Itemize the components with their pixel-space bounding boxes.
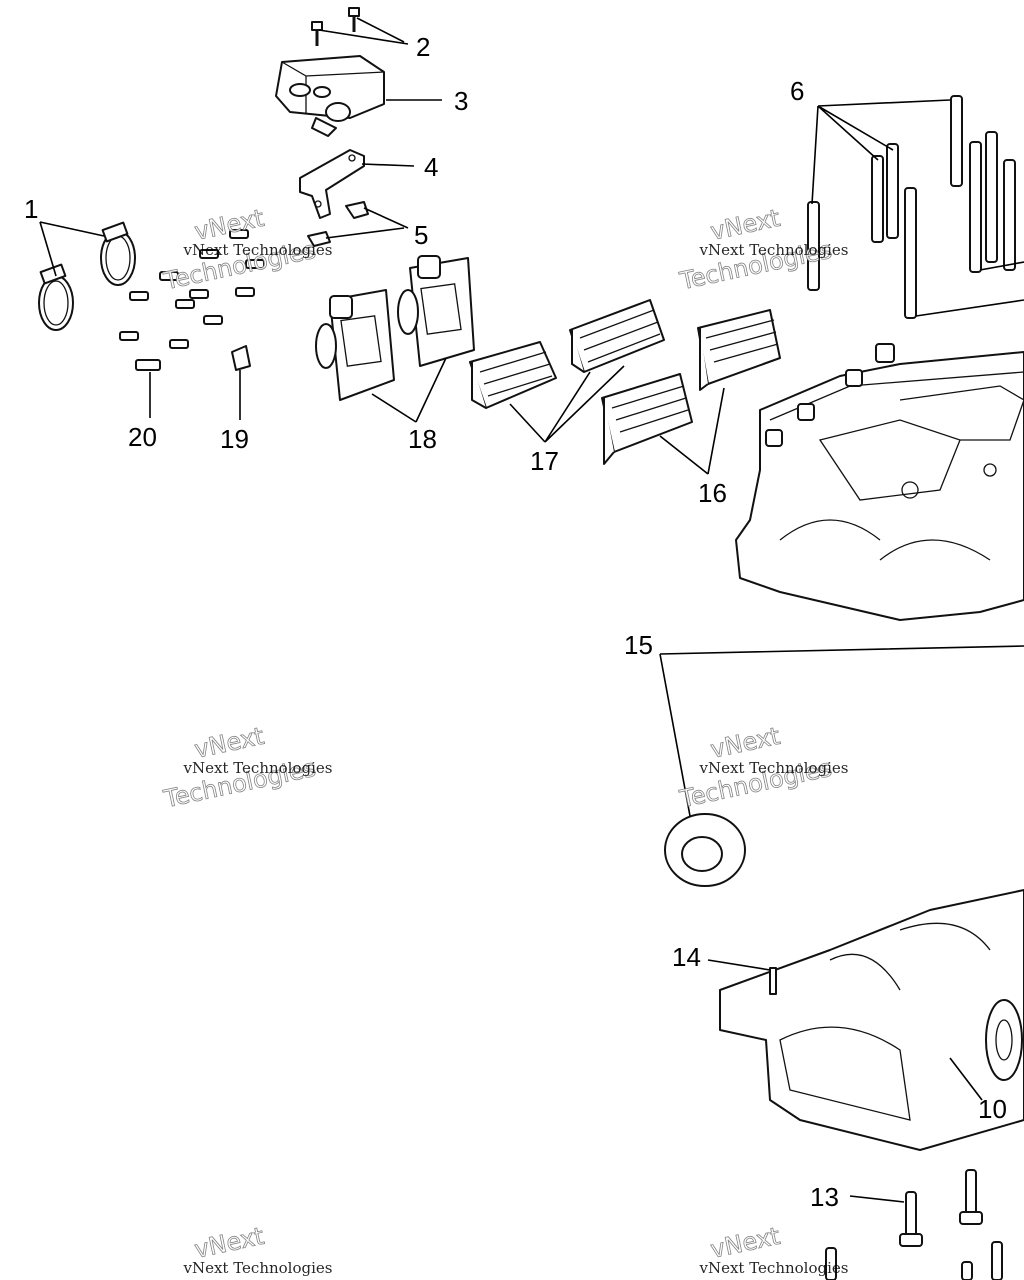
callout-13: 13 bbox=[810, 1182, 839, 1212]
part-4-bracket bbox=[299, 149, 365, 219]
callout-10: 10 bbox=[978, 1094, 1007, 1124]
svg-text:vNext: vNext bbox=[708, 1222, 782, 1264]
watermark-top-left: vNext Technologies vNext Technologies bbox=[160, 203, 332, 295]
callout-14: 14 bbox=[672, 942, 701, 972]
callout-numbers: 1 2 3 4 5 6 10 13 14 15 16 17 18 19 20 bbox=[24, 32, 1007, 1212]
callout-3: 3 bbox=[454, 86, 468, 116]
callout-19: 19 bbox=[220, 424, 249, 454]
callout-5: 5 bbox=[414, 220, 428, 250]
part-3-housing bbox=[275, 55, 385, 137]
callout-6: 6 bbox=[790, 76, 804, 106]
svg-text:vNext Technologies: vNext Technologies bbox=[182, 759, 332, 777]
svg-text:vNext Technologies: vNext Technologies bbox=[182, 1259, 332, 1277]
callout-4: 4 bbox=[424, 152, 438, 182]
leader-lines bbox=[39, 17, 1024, 1203]
callout-15: 15 bbox=[624, 630, 653, 660]
callout-16: 16 bbox=[698, 478, 727, 508]
callout-17: 17 bbox=[530, 446, 559, 476]
callout-1: 1 bbox=[24, 194, 38, 224]
watermark-top-right: vNext Technologies vNext Technologies bbox=[676, 203, 848, 295]
callout-20: 20 bbox=[128, 422, 157, 452]
svg-text:vNext: vNext bbox=[708, 722, 782, 764]
svg-text:vNext Technologies: vNext Technologies bbox=[698, 1259, 848, 1277]
watermark-middle-left: vNext Technologies vNext Technologies bbox=[160, 721, 332, 813]
part-13-bolts bbox=[825, 1169, 1003, 1280]
svg-text:vNext: vNext bbox=[192, 722, 266, 764]
part-1-clamps bbox=[38, 221, 136, 331]
small-bolts-group bbox=[119, 229, 265, 349]
watermark-middle-right: vNext Technologies vNext Technologies bbox=[676, 721, 848, 813]
watermark-bottom-left: vNext vNext Technologies bbox=[182, 1221, 332, 1277]
svg-text:vNext Technologies: vNext Technologies bbox=[698, 241, 848, 259]
part-5-clips bbox=[307, 201, 369, 247]
svg-text:vNext: vNext bbox=[708, 204, 782, 246]
part-18-manifolds bbox=[315, 255, 475, 401]
part-6-studs bbox=[807, 95, 1016, 319]
upper-crankcase bbox=[735, 343, 1024, 621]
part-20-bolt bbox=[135, 359, 161, 371]
callout-18: 18 bbox=[408, 424, 437, 454]
svg-text:vNext: vNext bbox=[192, 1222, 266, 1264]
part-16-reed-valves bbox=[601, 309, 781, 465]
part-15-seal-ring bbox=[664, 813, 746, 887]
callout-2: 2 bbox=[416, 32, 430, 62]
svg-text:vNext Technologies: vNext Technologies bbox=[182, 241, 332, 259]
lower-crankcase bbox=[719, 889, 1024, 1151]
part-2-screws bbox=[311, 7, 360, 46]
part-17-reed-valves bbox=[469, 299, 665, 409]
svg-text:vNext Technologies: vNext Technologies bbox=[698, 759, 848, 777]
watermark-bottom-right: vNext vNext Technologies bbox=[698, 1221, 848, 1277]
svg-text:vNext: vNext bbox=[192, 204, 266, 246]
part-19-bracket bbox=[231, 345, 251, 371]
